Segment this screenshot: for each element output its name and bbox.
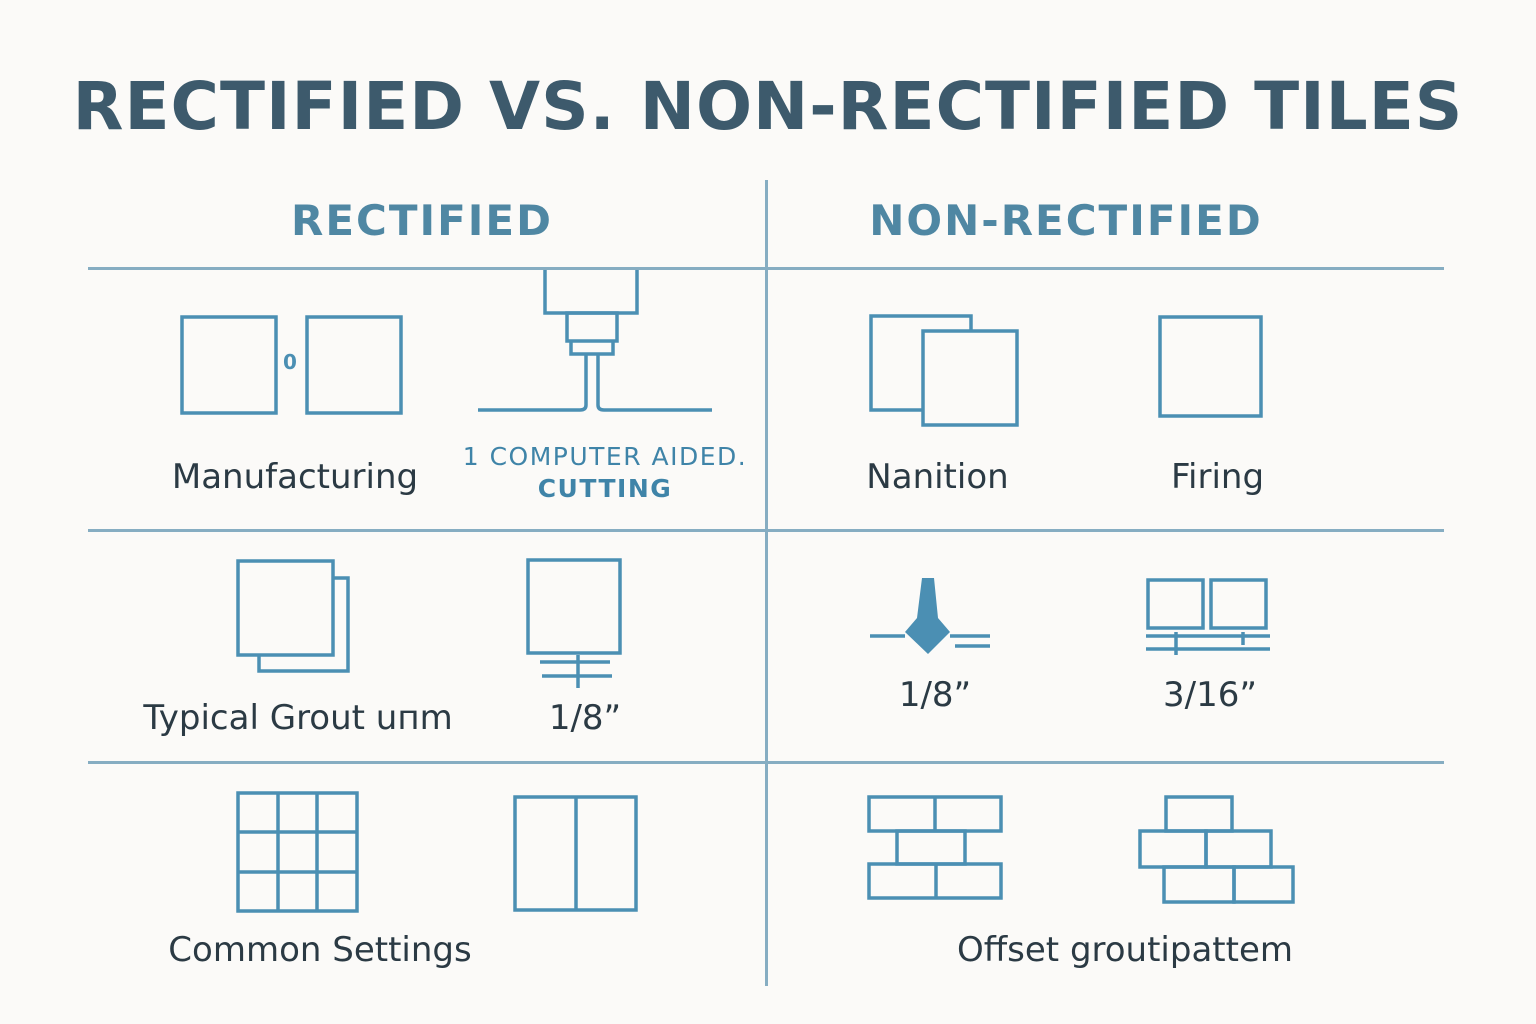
- center-divider: [765, 180, 768, 986]
- label-offset-grout-pattern: Offset groutipattem: [956, 930, 1293, 970]
- page-title: RECTIFIED VS. NON-RECTIFIED TILES: [72, 68, 1464, 145]
- column-heading-rectified: RECTIFIED: [290, 196, 553, 245]
- cutting-machine-icon: [478, 270, 712, 412]
- row2-divider: [88, 761, 1444, 764]
- label-computer-aided-cutting: 1 COMPUTER AIDED. CUTTING: [455, 441, 755, 505]
- tile-with-spacer-icon: [526, 558, 622, 688]
- label-common-settings: Common Settings: [168, 930, 472, 970]
- label-rect-grout-size: 1/8”: [548, 698, 622, 738]
- label-manufacturing: Manufacturing: [171, 457, 419, 497]
- grid-pattern-icon: [236, 791, 359, 913]
- label-firing: Firing: [1170, 457, 1265, 497]
- single-tile-icon: [1158, 315, 1263, 418]
- overlapping-tiles-icon: [869, 314, 1019, 427]
- label-non-grout-large: 3/16”: [1163, 675, 1257, 715]
- row1-divider: [88, 529, 1444, 532]
- gap-mark: 0: [283, 350, 297, 374]
- header-divider: [88, 267, 1444, 270]
- label-non-grout-small: 1/8”: [898, 675, 972, 715]
- label-cutting-line1: 1 COMPUTER AIDED.: [462, 442, 748, 471]
- two-squares-small-gap-icon: [180, 315, 403, 415]
- two-panel-pattern-icon: [513, 795, 638, 912]
- stacked-tiles-icon: [236, 559, 350, 673]
- two-tiles-wide-gap-icon: [1146, 578, 1270, 655]
- label-cutting-line2: CUTTING: [537, 474, 673, 503]
- label-nanition: Nanition: [866, 457, 1009, 497]
- label-typical-grout: Typical Grout uпm: [143, 698, 453, 738]
- spacer-wedge-icon: [870, 578, 990, 654]
- staggered-offset-pattern-icon: [1138, 795, 1295, 904]
- brick-offset-pattern-icon: [867, 795, 1003, 900]
- column-heading-non-rectified: NON-RECTIFIED: [869, 196, 1263, 245]
